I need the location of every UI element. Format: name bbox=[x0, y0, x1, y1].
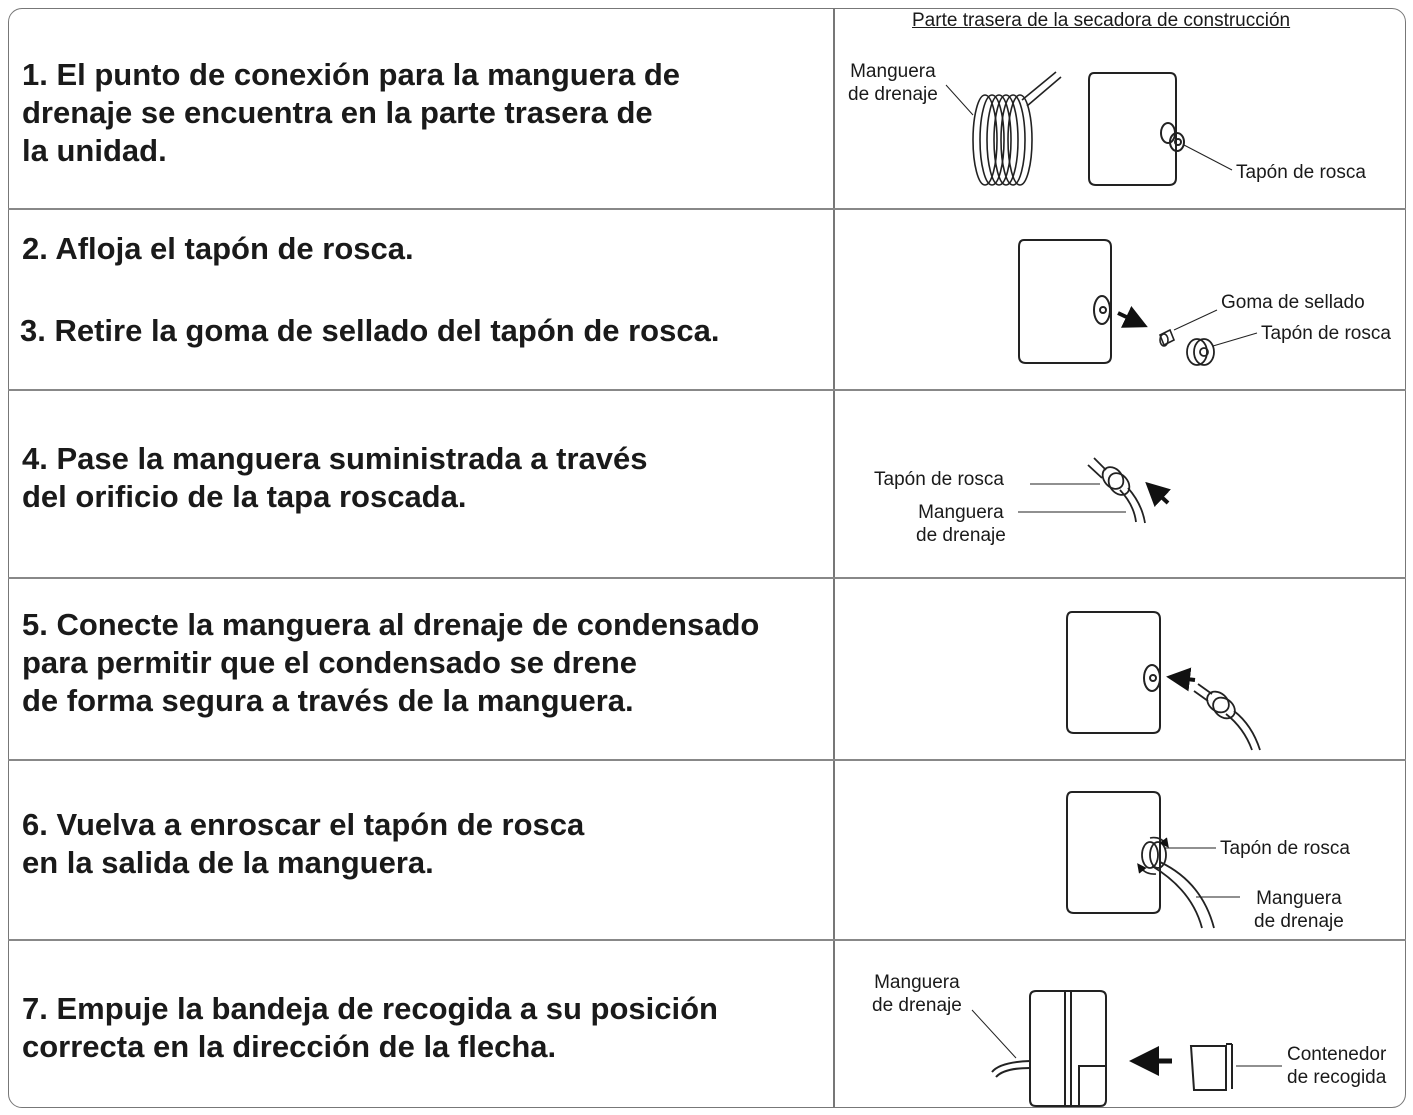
arrow-icon bbox=[1166, 667, 1195, 692]
connected-hose-illustration bbox=[1137, 838, 1240, 928]
column-divider bbox=[833, 8, 835, 1108]
step-4-text: 4. Pase la manguera suministrada a travé… bbox=[22, 441, 648, 514]
row-divider bbox=[8, 577, 1406, 579]
screw-cap-illustration bbox=[1187, 333, 1257, 365]
sealing-rubber-illustration bbox=[1160, 310, 1217, 346]
illustration-header: Parte trasera de la secadora de construc… bbox=[912, 10, 1291, 31]
hose-with-cap-illustration bbox=[1194, 684, 1260, 750]
dryer-back-panel bbox=[1019, 240, 1111, 363]
row-divider bbox=[8, 208, 1406, 210]
step-3-text: 3. Retire la goma de sellado del tapón d… bbox=[20, 313, 720, 348]
dryer-back-panel bbox=[1067, 792, 1160, 913]
label-screw-cap: Tapón de rosca bbox=[1220, 838, 1350, 859]
row-divider bbox=[8, 389, 1406, 391]
label-sealing-rubber: Goma de sellado bbox=[1221, 292, 1365, 313]
page-frame bbox=[8, 8, 1406, 1108]
dryer-back-panel bbox=[1067, 612, 1160, 733]
hose-through-cap-illustration bbox=[1018, 458, 1145, 523]
step-5-text: 5. Conecte la manguera al drenaje de con… bbox=[22, 607, 760, 718]
collection-container-illustration bbox=[1191, 1044, 1282, 1090]
row-divider bbox=[8, 759, 1406, 761]
row-divider bbox=[8, 939, 1406, 941]
step-7-text: 7. Empuje la bandeja de recogida a su po… bbox=[22, 991, 718, 1064]
step-2-text: 2. Afloja el tapón de rosca. bbox=[22, 231, 414, 266]
label-screw-cap: Tapón de rosca bbox=[874, 469, 1004, 490]
dryer-side-illustration bbox=[972, 991, 1106, 1106]
arrow-icon bbox=[1145, 481, 1171, 507]
label-screw-cap: Tapón de rosca bbox=[1236, 162, 1366, 183]
label-screw-cap: Tapón de rosca bbox=[1261, 323, 1391, 344]
dryer-back-panel bbox=[1089, 73, 1232, 185]
coiled-hose-illustration bbox=[946, 72, 1061, 185]
step-1-text: 1. El punto de conexión para la manguera… bbox=[22, 57, 681, 168]
arrow-icon bbox=[1118, 306, 1148, 328]
